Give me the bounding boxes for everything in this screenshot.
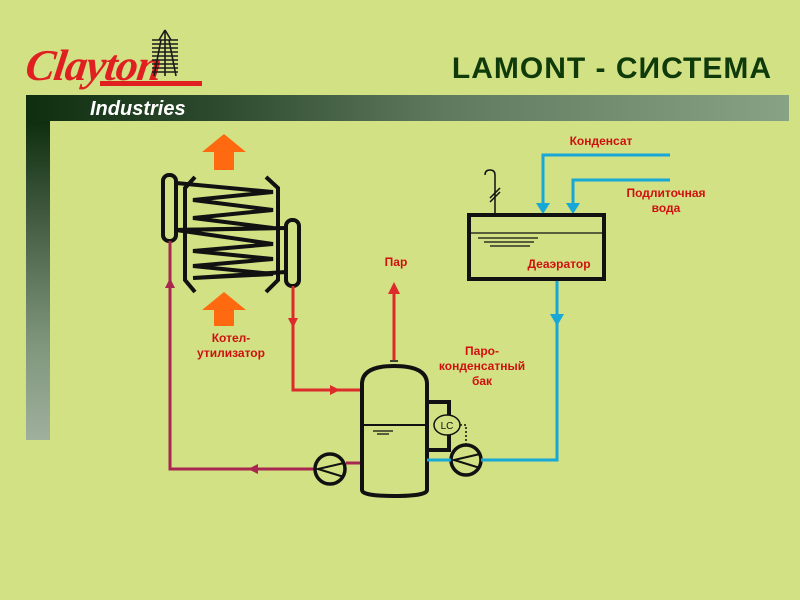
brand-sub-text: Industries	[90, 98, 186, 120]
side-bar	[26, 121, 50, 440]
label-steam: Пар	[384, 255, 408, 269]
pump-icon	[449, 443, 483, 477]
level-controller-icon: LC	[433, 414, 467, 447]
label-condensate-tank: Паро- конденсатный бак	[432, 344, 532, 389]
label-condensate: Конденсат	[569, 134, 633, 148]
label-tank-line3: бак	[471, 374, 493, 388]
label-boiler-line1: Котел-	[211, 331, 251, 345]
brand-underline	[100, 81, 202, 86]
page-title: LAMONT - СИСТЕМА	[451, 52, 772, 85]
hot-gas-arrow-bottom-icon	[202, 292, 246, 326]
deaerator-tank	[467, 169, 606, 281]
waste-heat-boiler	[161, 173, 301, 294]
label-tank-line1: Паро-	[465, 344, 499, 358]
hot-gas-arrow-top-icon	[202, 134, 246, 170]
label-tank-line2: конденсатный	[438, 359, 526, 373]
pump-icon	[313, 452, 347, 486]
svg-text:LC: LC	[441, 421, 454, 432]
label-boiler-line2: утилизатор	[197, 346, 265, 360]
label-makeup-line2: вода	[651, 201, 681, 215]
label-deaerator: Деаэратор	[527, 257, 591, 271]
label-boiler: Котел- утилизатор	[186, 331, 276, 361]
label-makeup-line1: Подлиточная	[626, 186, 706, 200]
header-bar	[26, 95, 789, 121]
label-makeup-water: Подлиточная вода	[616, 186, 716, 216]
clayton-tower-logo-icon	[152, 29, 178, 77]
